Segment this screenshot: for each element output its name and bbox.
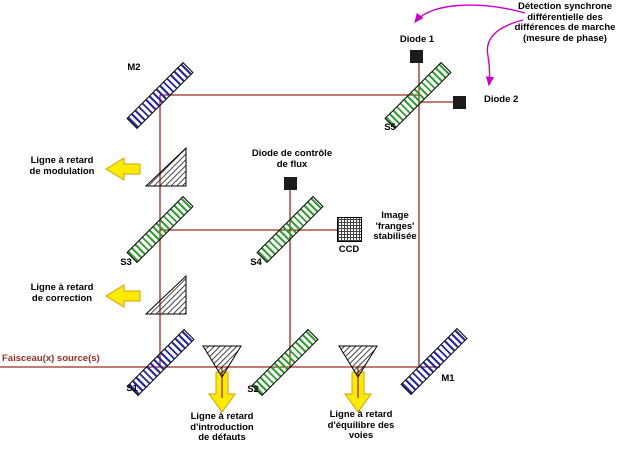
stabilized-fringes-note: Image 'franges' stabilisée (373, 210, 417, 242)
delay-line-equilibre-label: Ligne à retard d'équilibre des voies (327, 409, 395, 441)
mirror-m1-label: M1 (441, 373, 455, 384)
delay-arrow-modulation-icon (105, 157, 141, 181)
ccd-sensor (337, 217, 362, 242)
diode2-label: Diode 2 (484, 94, 519, 105)
prism-introduction-icon (202, 345, 242, 378)
beamsplitter-s2-label: S2 (247, 384, 259, 395)
diode1-label: Diode 1 (399, 34, 435, 45)
beamsplitter-s5-label: S5 (384, 122, 396, 133)
beamsplitter-s4-label: S4 (250, 257, 262, 268)
prism-modulation-icon (144, 146, 187, 187)
flux-control-diode-label: Diode de contrôle de flux (251, 148, 333, 170)
detection-note: Détection synchrone différentielle des d… (514, 1, 616, 44)
flux-control-diode-detector (284, 177, 297, 190)
annotation-arrow-to-diode1 (414, 4, 526, 24)
beamsplitter-s3-label: S3 (120, 257, 132, 268)
annotation-arrow-to-diode2 (485, 19, 524, 87)
diode2-detector (453, 96, 466, 109)
beamsplitter-s1-label: S1 (126, 383, 138, 394)
ccd-label: CCD (338, 244, 360, 255)
prism-equilibre-icon (338, 345, 378, 378)
prism-correction-icon (144, 274, 187, 315)
delay-line-correction-label: Ligne à retard de correction (30, 282, 94, 304)
source-beam-label: Faisceau(x) source(s) (2, 353, 100, 364)
diode1-detector (410, 50, 423, 63)
delay-arrow-correction-icon (105, 284, 141, 308)
delay-line-introduction-label: Ligne à retard d'introduction de défauts (190, 411, 254, 443)
delay-line-modulation-label: Ligne à retard de modulation (29, 155, 95, 177)
mirror-m2-label: M2 (127, 62, 141, 73)
